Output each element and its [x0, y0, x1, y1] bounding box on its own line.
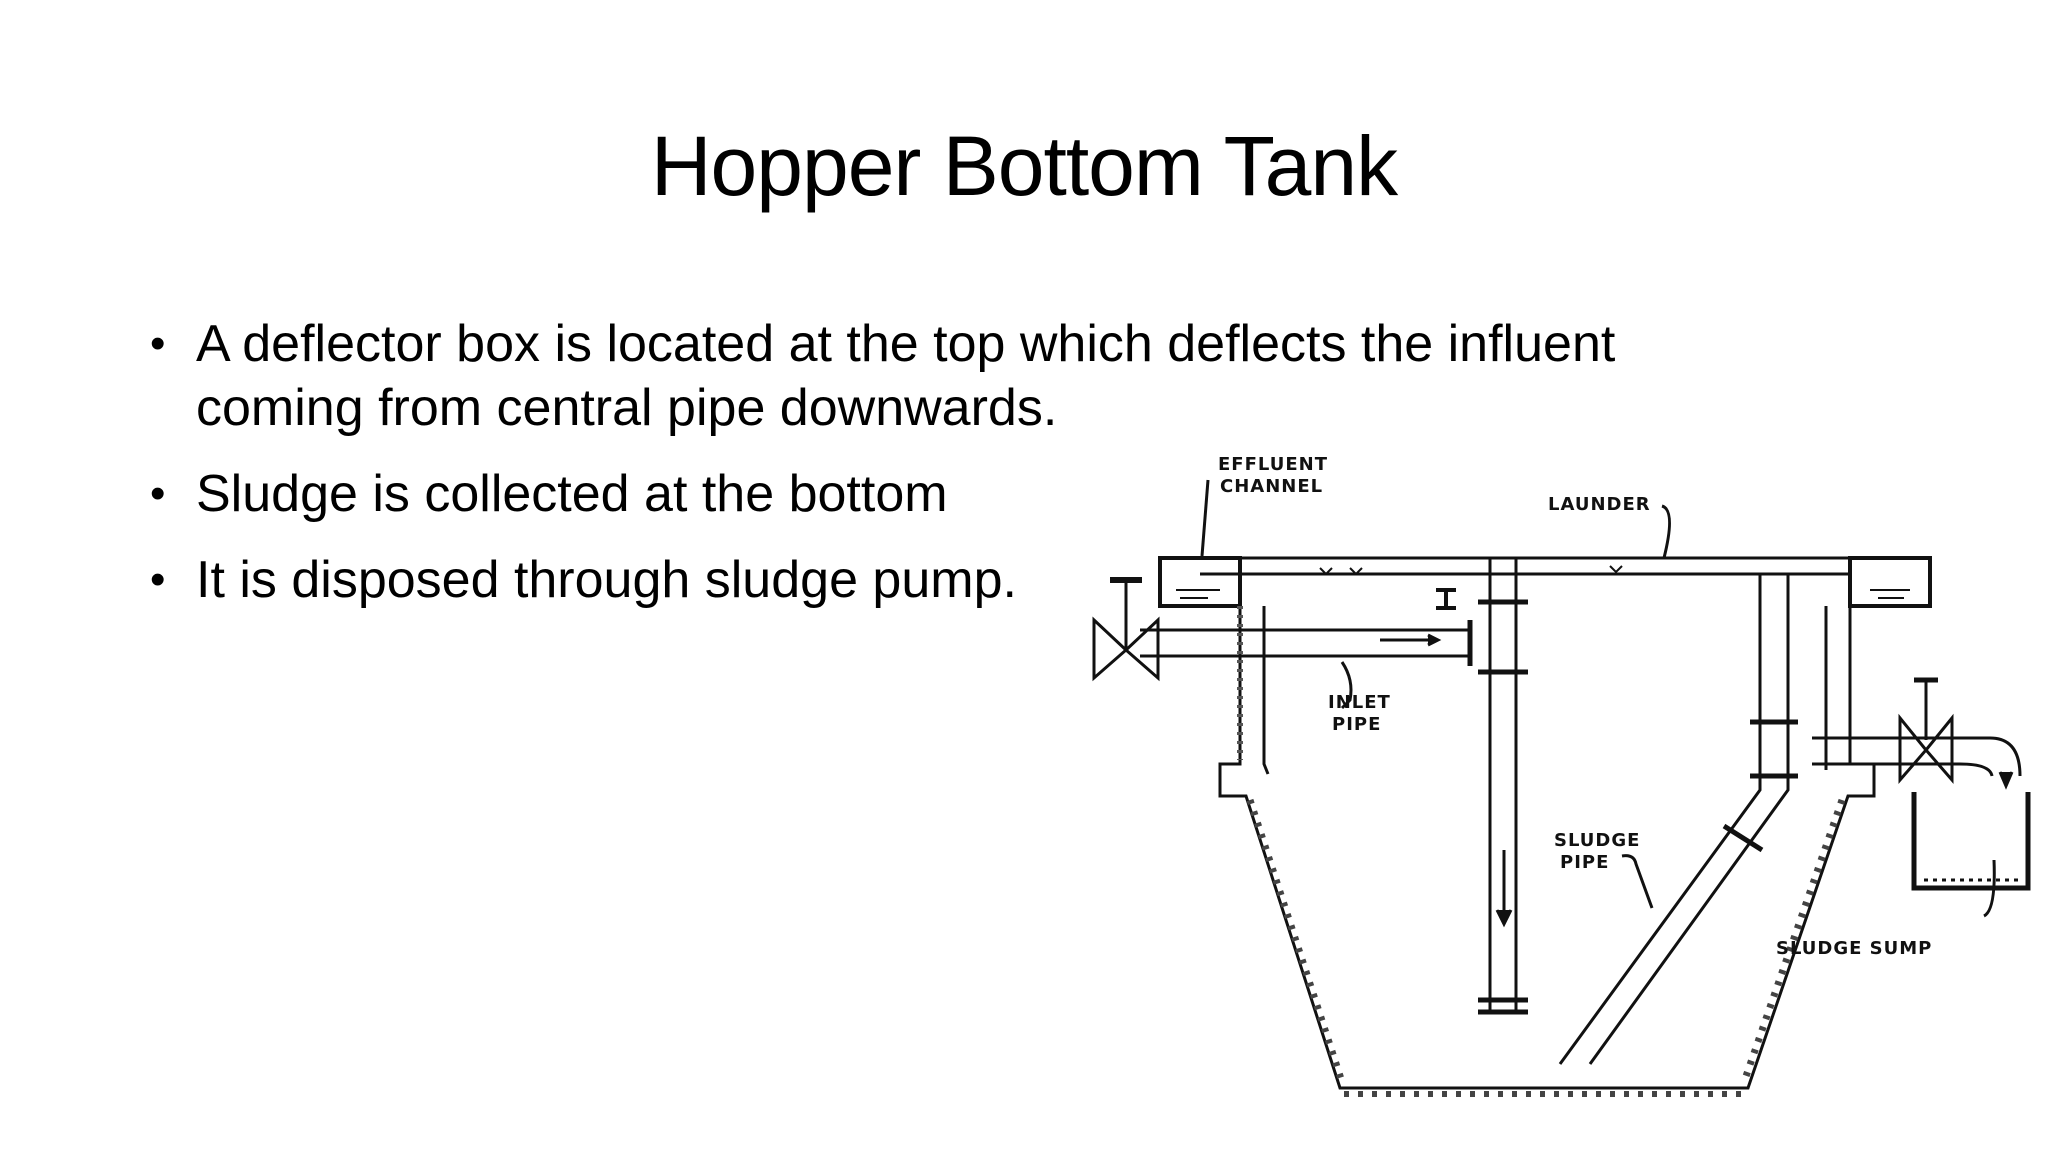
- deflector-icon: [1436, 588, 1456, 610]
- bullet-dot-icon: •: [150, 555, 166, 604]
- bullet-item: • A deflector box is located at the top w…: [150, 312, 1750, 440]
- bullet-dot-icon: •: [150, 469, 166, 518]
- bullet-item: • Sludge is collected at the bottom: [150, 462, 1750, 526]
- bullet-item: • It is disposed through sludge pump.: [150, 548, 1750, 612]
- bullet-dot-icon: •: [150, 319, 166, 368]
- bullet-text: A deflector box is located at the top wh…: [196, 315, 1616, 437]
- sludge-pipe: [1558, 574, 1790, 1065]
- sludge-pipe-label: SLUDGE: [1554, 830, 1640, 851]
- right-effluent-channel: [1848, 556, 1932, 608]
- bullet-text: Sludge is collected at the bottom: [196, 465, 948, 523]
- effluent-channel-label-2: CHANNEL: [1220, 476, 1323, 497]
- sludge-sump-label: SLUDGE SUMP: [1776, 938, 1932, 959]
- launder-label: LAUNDER: [1548, 494, 1651, 515]
- hopper-tank-diagram: EFFLUENT CHANNEL LAUNDER INLET PIPE SLUD…: [1092, 454, 2031, 1097]
- slide-title: Hopper Bottom Tank: [650, 119, 1398, 213]
- effluent-channel-label: EFFLUENT: [1218, 454, 1328, 475]
- left-effluent-channel: [1158, 556, 1242, 608]
- sludge-pipe-label-2: PIPE: [1560, 852, 1609, 873]
- left-wall: [1218, 606, 1440, 1090]
- inlet-valve-icon: [1092, 616, 1160, 682]
- sump-valve-icon: [1898, 713, 1954, 785]
- sludge-sump: [1911, 792, 2031, 891]
- inlet-pipe-label: INLET: [1328, 692, 1391, 713]
- bullet-text: It is disposed through sludge pump.: [196, 551, 1017, 609]
- bullet-list: • A deflector box is located at the top w…: [150, 312, 1750, 634]
- right-wall: [1440, 606, 1876, 1090]
- inlet-pipe-label-2: PIPE: [1332, 714, 1381, 735]
